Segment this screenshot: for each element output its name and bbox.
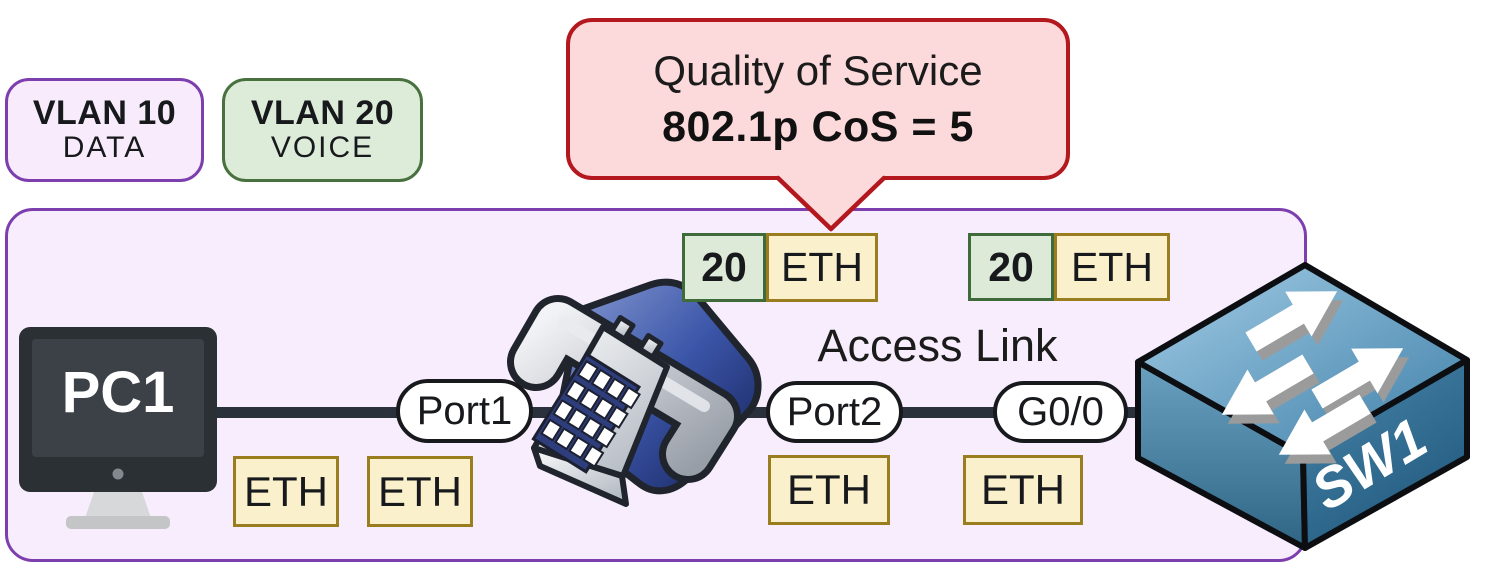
- ip-phone-icon: [507, 278, 762, 507]
- phone-pc-port-pill: Port1: [396, 379, 533, 443]
- vlan10-role: DATA: [62, 131, 147, 165]
- untagged-frame-4: ETH: [963, 455, 1083, 525]
- phone-uplink-port-label: Port2: [786, 389, 883, 434]
- tagged-frame-2-eth: ETH: [1054, 233, 1170, 301]
- switch-icon: SW1: [1135, 262, 1470, 551]
- pc-label: PC1: [62, 360, 175, 425]
- access-link-label: Access Link: [817, 320, 1058, 371]
- tagged-frame-1-vlan: 20: [682, 233, 766, 302]
- tagged-frame-2: 20 ETH: [968, 233, 1170, 301]
- vlan20-name: VLAN 20: [250, 94, 395, 133]
- switch-port-pill: G0/0: [993, 381, 1128, 443]
- qos-callout-detail: 802.1p CoS = 5: [662, 102, 974, 151]
- vlan20-role: VOICE: [270, 131, 375, 165]
- tagged-frame-2-vlan: 20: [968, 233, 1054, 301]
- phone-uplink-port-pill: Port2: [766, 381, 903, 443]
- phone-pc-port-label: Port1: [416, 388, 513, 433]
- qos-callout-title: Quality of Service: [653, 46, 983, 94]
- vlan20-legend-badge: VLAN 20 VOICE: [222, 78, 423, 182]
- tagged-frame-1-eth: ETH: [766, 233, 878, 302]
- vlan10-name: VLAN 10: [32, 94, 177, 133]
- pc-icon: PC1: [19, 327, 217, 529]
- tagged-frame-1: 20 ETH: [682, 233, 878, 302]
- qos-callout: Quality of Service 802.1p CoS = 5: [566, 18, 1070, 180]
- callout-tail-pointer: [775, 175, 887, 232]
- untagged-frame-3: ETH: [768, 455, 890, 525]
- vlan10-legend-badge: VLAN 10 DATA: [5, 78, 204, 182]
- switch-port-label: G0/0: [1017, 389, 1104, 434]
- untagged-frame-2: ETH: [367, 456, 473, 527]
- untagged-frame-1: ETH: [233, 456, 339, 527]
